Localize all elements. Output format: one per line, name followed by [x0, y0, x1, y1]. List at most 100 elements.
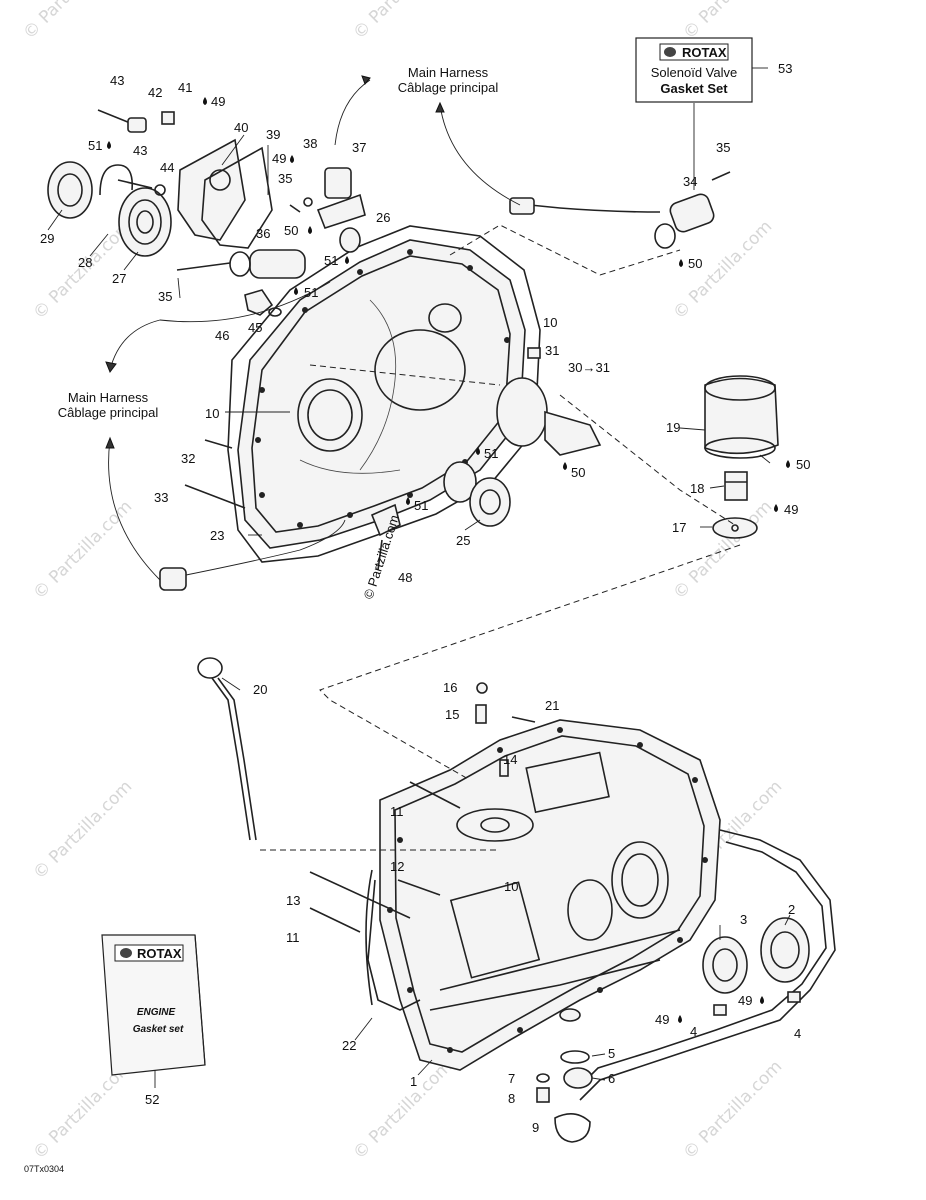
callout: 8 [508, 1091, 515, 1106]
lower-small-parts [309, 682, 810, 1143]
crankcase-main [379, 719, 721, 1071]
solenoid-gasket-kit-box: ROTAX Solenoïd Valve Gasket Set [635, 37, 753, 103]
callout: 45 [248, 320, 262, 335]
callout: 44 [160, 160, 174, 175]
oil-drop-icon [786, 460, 790, 468]
callout: 19 [666, 420, 680, 435]
callout: 35 [158, 289, 172, 304]
callout: 48 [398, 570, 412, 585]
watermark: © Partzilla.com [679, 0, 786, 44]
callout: 13 [286, 893, 300, 908]
engine-gasket-book: ROTAX ENGINE Gasket set [101, 934, 206, 1076]
callout: 49 [272, 151, 286, 166]
callout: 1 [410, 1074, 417, 1089]
callout: 25 [456, 533, 470, 548]
callout: 40 [234, 120, 248, 135]
rotax-logo-icon [120, 948, 132, 958]
gasket-set-label: Gasket Set [660, 81, 728, 96]
oil-drop-icon [107, 141, 111, 149]
callout: 38 [303, 136, 317, 151]
oil-drop-icon [760, 996, 764, 1004]
callout: 6 [608, 1071, 615, 1086]
oil-drop-icon [345, 256, 349, 264]
callout: 51 [304, 285, 318, 300]
callout: 32 [181, 451, 195, 466]
watermark: © Partzilla.com [669, 217, 776, 324]
oil-drop-icon [406, 497, 410, 505]
harness-labels: Main Harness Câblage principal Main Harn… [58, 65, 499, 420]
oil-drop-icons [107, 97, 790, 1023]
harness-label-top-fr: Câblage principal [398, 80, 499, 95]
callout: 51 [414, 498, 428, 513]
center-parts [159, 347, 602, 591]
watermark: © Partzilla.com [349, 0, 456, 44]
gasket-set-label: Gasket set [133, 1024, 184, 1035]
harness-label-top-en: Main Harness [408, 65, 489, 80]
callout: 26 [376, 210, 390, 225]
callout: 49 [738, 993, 752, 1008]
callout: 5 [608, 1046, 615, 1061]
oil-drop-icon [678, 1015, 682, 1023]
rotax-brand: ROTAX [682, 45, 727, 60]
callout: 50 [284, 223, 298, 238]
callout: 4 [690, 1024, 697, 1039]
oil-drop-icon [679, 259, 683, 267]
callout: 28 [78, 255, 92, 270]
callout: 4 [794, 1026, 801, 1041]
drawing-code: 07Tx0304 [24, 1164, 64, 1174]
leader-lines [47, 67, 791, 1088]
callout: 51 [484, 446, 498, 461]
harness-label-left-fr: Câblage principal [58, 405, 159, 420]
watermark: © Partzilla.com [29, 777, 136, 884]
callout: 27 [112, 271, 126, 286]
callout: 34 [683, 174, 697, 189]
callout: 33 [154, 490, 168, 505]
rotax-brand: ROTAX [137, 946, 182, 961]
callout: 35 [716, 140, 730, 155]
oil-drop-icon [774, 504, 778, 512]
callout: 2 [788, 902, 795, 917]
callout: 52 [145, 1092, 159, 1107]
callout: 35 [278, 171, 292, 186]
callout: 36 [256, 226, 270, 241]
callout: 30→31 [568, 360, 610, 375]
callout: 15 [445, 707, 459, 722]
callout: 14 [503, 752, 517, 767]
solenoid-valve-assembly [509, 171, 731, 249]
callout: 50 [571, 465, 585, 480]
callout: 20 [253, 682, 267, 697]
oil-drop-icon [290, 155, 294, 163]
callout: 18 [690, 481, 704, 496]
watermark: © Partzilla.com [29, 497, 136, 604]
callout: 11 [390, 804, 404, 819]
callout: 29 [40, 231, 54, 246]
callout: 31 [545, 343, 559, 358]
callout: 43 [133, 143, 147, 158]
watermark: © Partzilla.com [669, 497, 776, 604]
watermark: © Partzilla.com [349, 1057, 456, 1164]
watermark: © Partzilla.com [679, 1057, 786, 1164]
callout: 37 [352, 140, 366, 155]
engine-label: ENGINE [137, 1007, 176, 1018]
callout: 23 [210, 528, 224, 543]
oil-drop-icon [476, 447, 480, 455]
callout: 10 [543, 315, 557, 330]
dipstick [197, 657, 257, 841]
callout: 49 [655, 1012, 669, 1027]
callout: 50 [796, 457, 810, 472]
watermark: © Partzilla.com [19, 0, 126, 44]
callout: 10 [205, 406, 219, 421]
oil-drop-icon [294, 287, 298, 295]
callout: 53 [778, 61, 792, 76]
oil-filter-parts [704, 375, 779, 539]
harness-label-left-en: Main Harness [68, 390, 149, 405]
callout: 10 [504, 879, 518, 894]
callout: 46 [215, 328, 229, 343]
oil-drop-icon [308, 226, 312, 234]
callout: 42 [148, 85, 162, 100]
callout: 51 [88, 138, 102, 153]
callout: 12 [390, 859, 404, 874]
oil-drop-icon [203, 97, 207, 105]
callout: 21 [545, 698, 559, 713]
callout: 3 [740, 912, 747, 927]
